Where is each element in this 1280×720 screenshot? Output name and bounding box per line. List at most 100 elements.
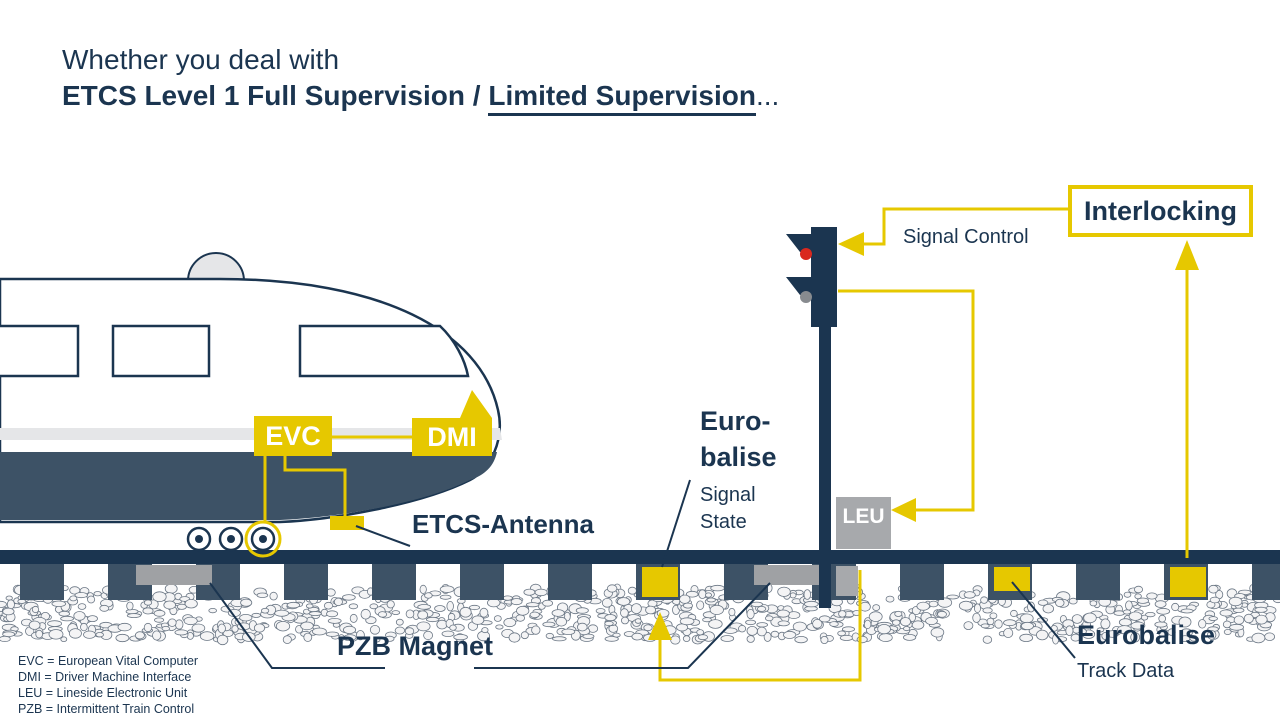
ballast-stone [419, 584, 427, 595]
sleeper [900, 564, 944, 600]
ballast-stone [685, 590, 699, 598]
ballast-stone [305, 603, 314, 609]
ballast-stone [777, 586, 791, 597]
ballast-stone [386, 600, 395, 609]
ballast-stone [523, 588, 536, 596]
ballast-stone [1219, 609, 1233, 617]
sleeper [1076, 564, 1120, 600]
leu-box [836, 497, 891, 549]
ballast-stone [174, 629, 189, 636]
etcs-antenna-label: ETCS-Antenna [412, 509, 594, 539]
ballast-stone [348, 603, 359, 610]
ballast-stone [958, 600, 974, 611]
ballast-stone [604, 620, 614, 627]
legend-evc: EVC = European Vital Computer [18, 654, 199, 668]
ballast-stone [698, 589, 707, 599]
ballast-stone [679, 617, 695, 626]
ballast-stone [0, 600, 7, 608]
ballast-stone [756, 626, 767, 637]
ballast-stone [269, 591, 278, 601]
ballast-stone [946, 594, 959, 600]
ballast-stone [756, 622, 768, 628]
ballast-stone [80, 622, 88, 632]
ballast-stone [974, 603, 982, 613]
signal-mast [819, 324, 831, 608]
ballast-stone [510, 598, 523, 606]
ballast-stone [143, 622, 153, 633]
ballast-stone [184, 599, 198, 609]
ballast-stone [1232, 607, 1245, 613]
ballast-stone [0, 635, 11, 642]
ballast-stone [286, 601, 301, 609]
ballast-stone [1229, 623, 1244, 631]
ballast-stone [982, 607, 993, 614]
ballast-stone [183, 616, 198, 626]
ballast-stone [683, 602, 694, 609]
ballast-stone [770, 630, 780, 638]
ballast-stone [93, 591, 102, 597]
ballast-stone [2, 607, 15, 616]
ballast-stone [343, 634, 357, 641]
dmi-box [412, 390, 492, 456]
ballast-stone [74, 592, 88, 599]
signal-control-label: Signal Control [903, 226, 1029, 248]
ballast-stone [217, 623, 226, 634]
title-ellipsis: ... [755, 80, 780, 111]
ballast-stone [326, 610, 339, 618]
ballast-stone [1208, 616, 1218, 621]
ballast-stone [493, 615, 502, 622]
ballast-stone [68, 628, 82, 639]
ballast-stone [925, 617, 938, 626]
ballast-stone [1198, 619, 1207, 629]
ballast-stone [763, 631, 772, 642]
ballast-stone [782, 630, 797, 639]
ballast-stone [87, 615, 98, 622]
ballast-stone [842, 626, 856, 632]
ballast-stone [164, 583, 178, 594]
ballast-stone [1019, 633, 1034, 643]
etcs-antenna-box [330, 516, 364, 530]
evc-box [254, 416, 332, 456]
ballast-stone [161, 625, 170, 632]
ballast-stone [794, 635, 808, 644]
ballast-stone [634, 618, 642, 624]
ballast-stone [99, 604, 110, 612]
signal-state-label-line2: State [700, 511, 747, 533]
ballast-stone [441, 630, 455, 637]
ballast-stone [994, 619, 1003, 629]
ballast-stone [1156, 607, 1171, 615]
ballast-stone [373, 637, 381, 643]
ballast-stone [561, 628, 576, 635]
ballast-stone [631, 603, 642, 614]
ballast-stone [1189, 634, 1198, 642]
ballast-stone [163, 600, 177, 610]
ballast-stone [308, 611, 322, 616]
ballast-stone [1020, 621, 1034, 631]
ballast-stone [963, 621, 974, 630]
ballast-stone [621, 616, 630, 625]
ballast-stone [612, 632, 621, 638]
ballast-stone [436, 619, 448, 630]
ballast-stone [360, 608, 371, 620]
ballast-stone [670, 635, 681, 645]
ballast-stone [282, 635, 292, 644]
ballast-stone [820, 636, 829, 645]
ballast-stone [839, 634, 854, 641]
ballast-stone [481, 627, 489, 634]
ballast-stone [95, 632, 104, 638]
ballast-stone [1123, 591, 1132, 598]
signal-head [811, 227, 837, 327]
ballast-stone [417, 610, 429, 620]
ballast-stone [349, 613, 358, 623]
ballast-stone [73, 611, 86, 621]
ballast-stone [616, 597, 631, 606]
ballast-stone [1146, 592, 1158, 600]
legend-dmi: DMI = Driver Machine Interface [18, 670, 192, 684]
ballast-stone [728, 607, 736, 617]
ballast-stone [253, 623, 266, 633]
ballast-stone [35, 629, 43, 639]
ballast-stone [746, 635, 755, 643]
ballast-stone [529, 611, 540, 618]
ballast-stone [342, 625, 357, 635]
ballast-stone [1134, 585, 1144, 594]
